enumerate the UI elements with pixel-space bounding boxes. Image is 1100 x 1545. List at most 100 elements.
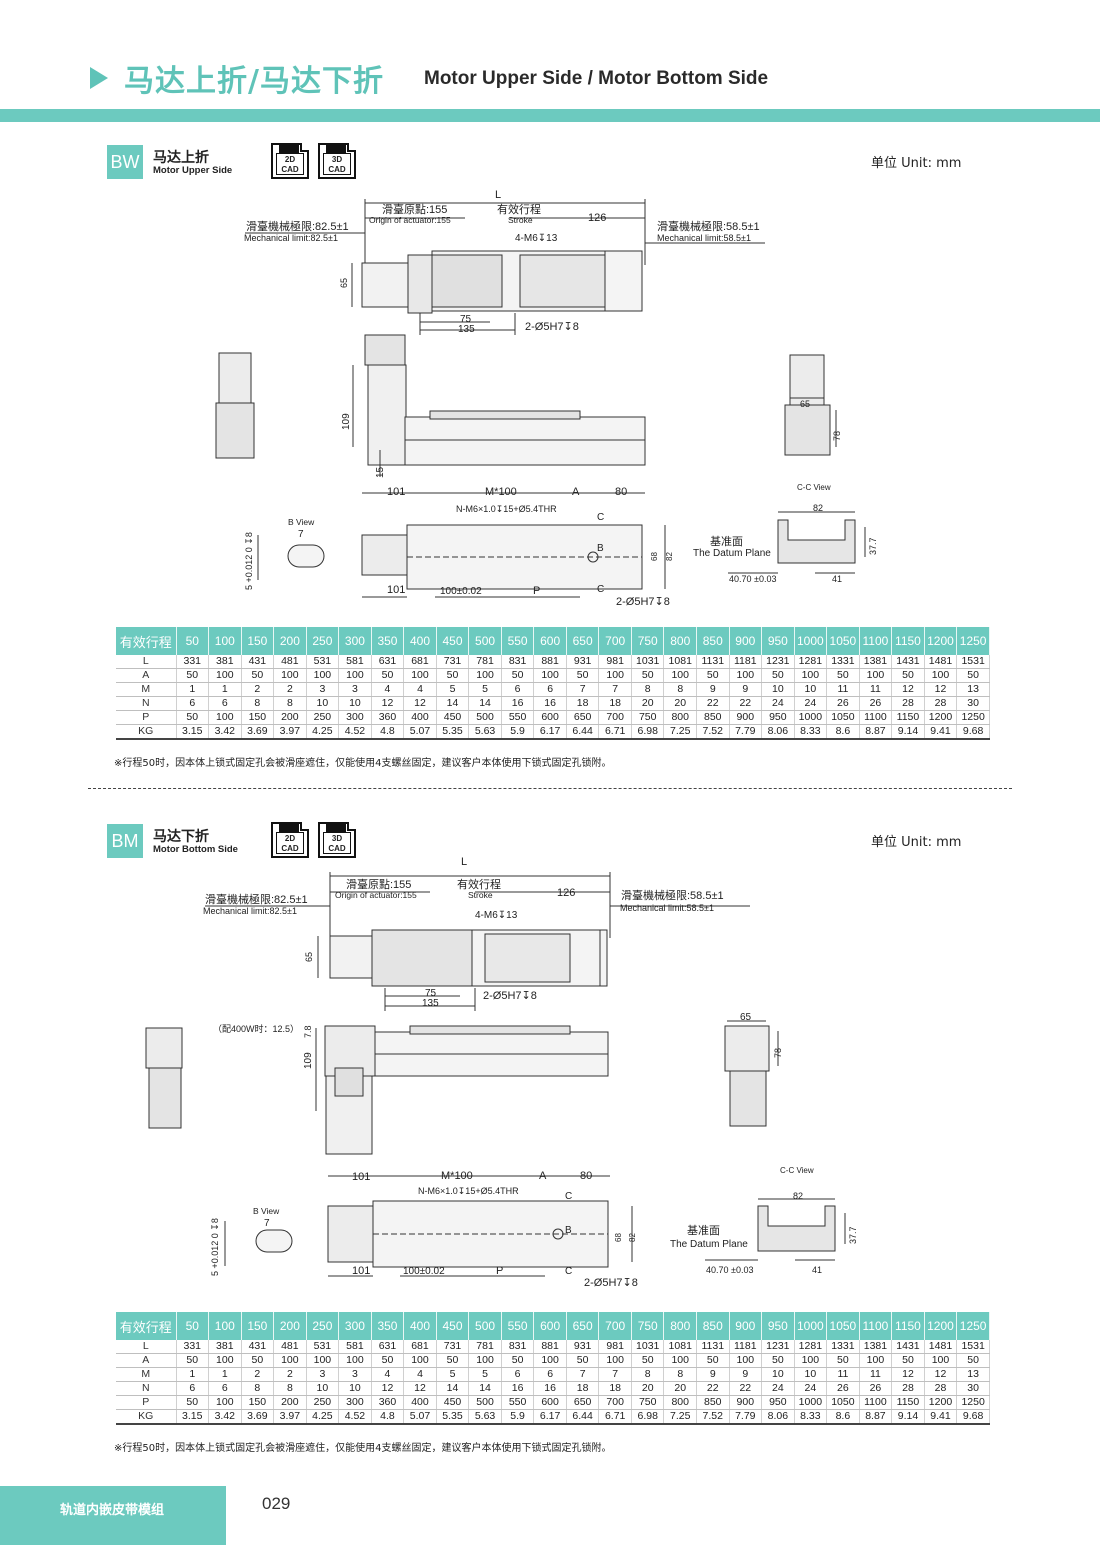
stroke-column-header: 700 [598,1312,632,1340]
b-view-label: B View [288,517,315,527]
stroke-column-header: 350 [371,1312,405,1340]
stroke-column-header: 200 [273,627,307,655]
stroke-column-header: 750 [631,1312,665,1340]
table-cell: 1481 [924,655,958,670]
table-cell: 100 [533,1353,567,1369]
technical-drawing-bw: L 滑臺原點:155 Origin of actuator:155 有效行程 S… [215,189,878,608]
table-cell: 531 [306,655,340,670]
table-cell: 50 [566,1353,600,1369]
table-cell: 26 [826,696,860,712]
table-cell: 10 [338,1381,372,1397]
datum-en: The Datum Plane [693,548,771,559]
dim-pin-bottom: 2-Ø5H7↧8 [584,1277,638,1289]
table-cell: 4.52 [338,1409,372,1426]
stroke-column-header: 100 [208,627,242,655]
table-cell: 250 [306,710,340,726]
table-cell: 800 [663,710,697,726]
table-cell: 250 [306,1395,340,1411]
dim-126: 126 [557,887,575,899]
table-cell: 1000 [794,1395,828,1411]
table-cell: 3 [306,1367,340,1383]
dim-C: C [565,1191,572,1202]
table-cell: 2 [241,682,275,698]
row-label: P [116,1395,177,1411]
table-cell: 1131 [696,1340,730,1355]
section-badge-bw: BW [107,145,143,179]
table-cell: 781 [468,655,502,670]
stroke-column-header: 800 [663,1312,697,1340]
dim-nm6: N-M6×1.0↧15+Ø5.4THR [456,504,557,514]
table-cell: 100 [403,1353,437,1369]
table-cell: 50 [566,668,600,684]
dim-mech-right-en: Mechanical limit:58.5±1 [620,903,714,913]
table-cell: 5.07 [403,1409,437,1426]
table-cell: 8 [241,696,275,712]
table-cell: 22 [696,1381,730,1397]
table-cell: 9.68 [956,1409,990,1426]
table-cell: 1250 [956,1395,990,1411]
table-cell: 100 [208,1353,242,1369]
table-cell: 1231 [761,655,795,670]
stroke-column-header: 450 [436,1312,470,1340]
datum-cn: 基准面 [710,535,743,548]
table-cell: 12 [891,1367,925,1383]
table-cell: 7.79 [729,1409,763,1426]
footer-label: 轨道内嵌皮带模组 [60,1503,165,1518]
footer-bar [0,1486,226,1545]
table-cell: 431 [241,655,275,670]
table-cell: 1281 [794,655,828,670]
dim-15: 15 [375,466,386,478]
floppy-disk-icon [326,824,346,833]
dim-78: 78 [832,431,842,441]
table-cell: 931 [566,1340,600,1355]
stroke-column-header: 400 [403,1312,437,1340]
table-cell: 6.17 [533,724,567,741]
stroke-column-header: 200 [273,1312,307,1340]
table-cell: 9.14 [891,1409,925,1426]
stroke-column-header: 450 [436,627,470,655]
table-cell: 3 [338,682,372,698]
table-cell: 100 [306,668,340,684]
table-cell: 8.6 [826,724,860,741]
table-cell: 9 [696,682,730,698]
table-cell: 100 [794,1353,828,1369]
stroke-column-header: 1050 [826,627,860,655]
dim-126: 126 [588,212,606,224]
dim-stroke-cn: 有效行程 [457,877,501,891]
table-cell: 5.9 [501,1409,535,1426]
dim-65: 65 [304,952,314,962]
dim-109: 109 [341,413,352,430]
dim-135: 135 [458,324,475,335]
table-cell: 50 [176,710,210,726]
dim-68: 68 [650,552,659,561]
table-cell: 50 [761,1353,795,1369]
dim-101: 101 [352,1171,370,1183]
dim-mech-left-cn: 滑臺機械極限:82.5±1 [205,892,308,906]
table-cell: 18 [566,1381,600,1397]
b-view-label: B View [253,1206,280,1216]
stroke-column-header: 650 [566,1312,600,1340]
table-cell: 6.71 [598,1409,632,1426]
table-cell: 8 [273,696,307,712]
table-cell: 1200 [924,710,958,726]
table-cell: 22 [729,1381,763,1397]
table-cell: 381 [208,1340,242,1355]
dim-82: 82 [665,552,674,561]
table-cell: 12 [891,682,925,698]
table-cell: 5.35 [436,1409,470,1426]
table-cell: 831 [501,655,535,670]
stroke-column-header: 600 [533,1312,567,1340]
table-cell: 650 [566,710,600,726]
stroke-column-header: 550 [501,627,535,655]
table-cell: 7 [566,682,600,698]
